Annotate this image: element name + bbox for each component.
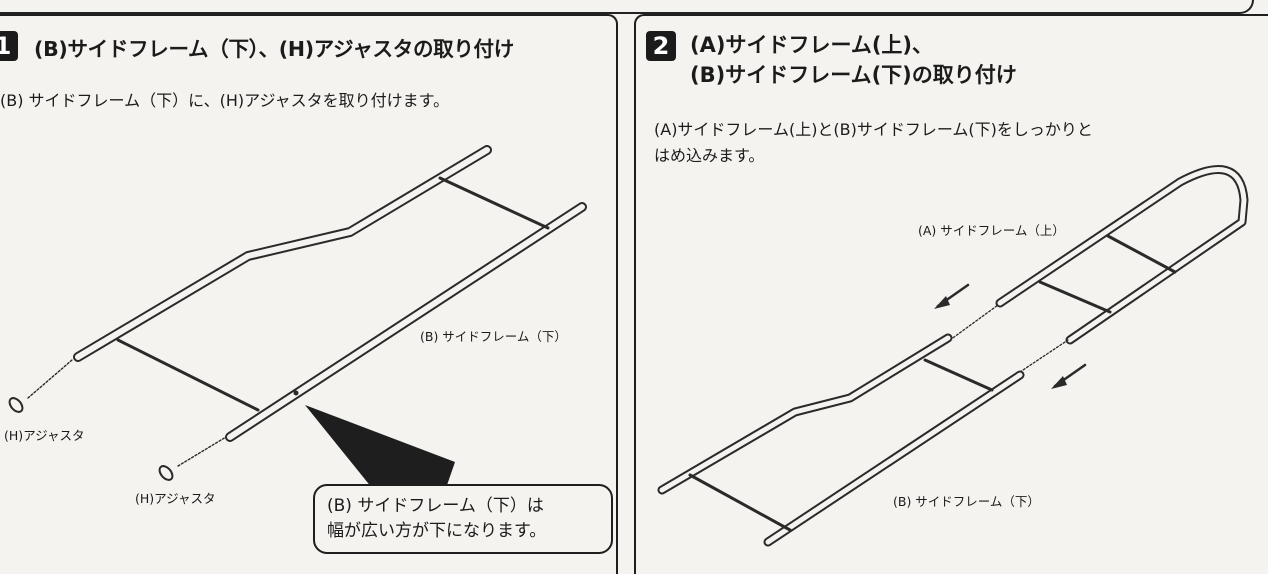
step1-title: (B)サイドフレーム（下）、(H)アジャスタの取り付け xyxy=(34,37,514,61)
step1-note-box: (B) サイドフレーム（下）は 幅が広い方が下になります。 xyxy=(313,484,613,554)
step1-illustration xyxy=(8,145,587,488)
adjuster-part xyxy=(158,465,174,481)
step2-title-line2: (B)サイドフレーム(下)の取り付け xyxy=(690,63,1017,87)
note-line-2: 幅が広い方が下になります。 xyxy=(327,521,547,541)
note-line-1: (B) サイドフレーム（下）は xyxy=(327,496,544,516)
label-adjuster-2: (H)アジャスタ xyxy=(135,491,216,506)
label-frame-lower-2: (B) サイドフレーム（下） xyxy=(893,494,1040,509)
note-pointer xyxy=(305,405,455,488)
frame-crossbar xyxy=(438,176,550,230)
adjuster-part xyxy=(8,397,24,413)
step2-description-line1: (A)サイドフレーム(上)と(B)サイドフレーム(下)をしっかりと xyxy=(654,120,1093,139)
frame-a-loop xyxy=(995,165,1249,345)
step1-number-badge: 1 xyxy=(0,31,18,61)
step2-panel xyxy=(634,14,1268,574)
label-frame-lower-1: (B) サイドフレーム（下） xyxy=(420,329,567,344)
step1-panel xyxy=(0,14,618,574)
step2-description-line2: はめ込みます。 xyxy=(654,146,765,165)
frame-crossbar xyxy=(116,338,260,412)
label-frame-upper: (A) サイドフレーム（上） xyxy=(918,223,1065,238)
step2-title-line1: (A)サイドフレーム(上)、 xyxy=(690,33,934,57)
step2-illustration xyxy=(657,165,1249,547)
step1-description: (B) サイドフレーム（下）に、(H)アジャスタを取り付けます。 xyxy=(0,91,450,110)
label-adjuster-1: (H)アジャスタ xyxy=(4,428,85,443)
step2-number-badge: 2 xyxy=(646,31,676,61)
